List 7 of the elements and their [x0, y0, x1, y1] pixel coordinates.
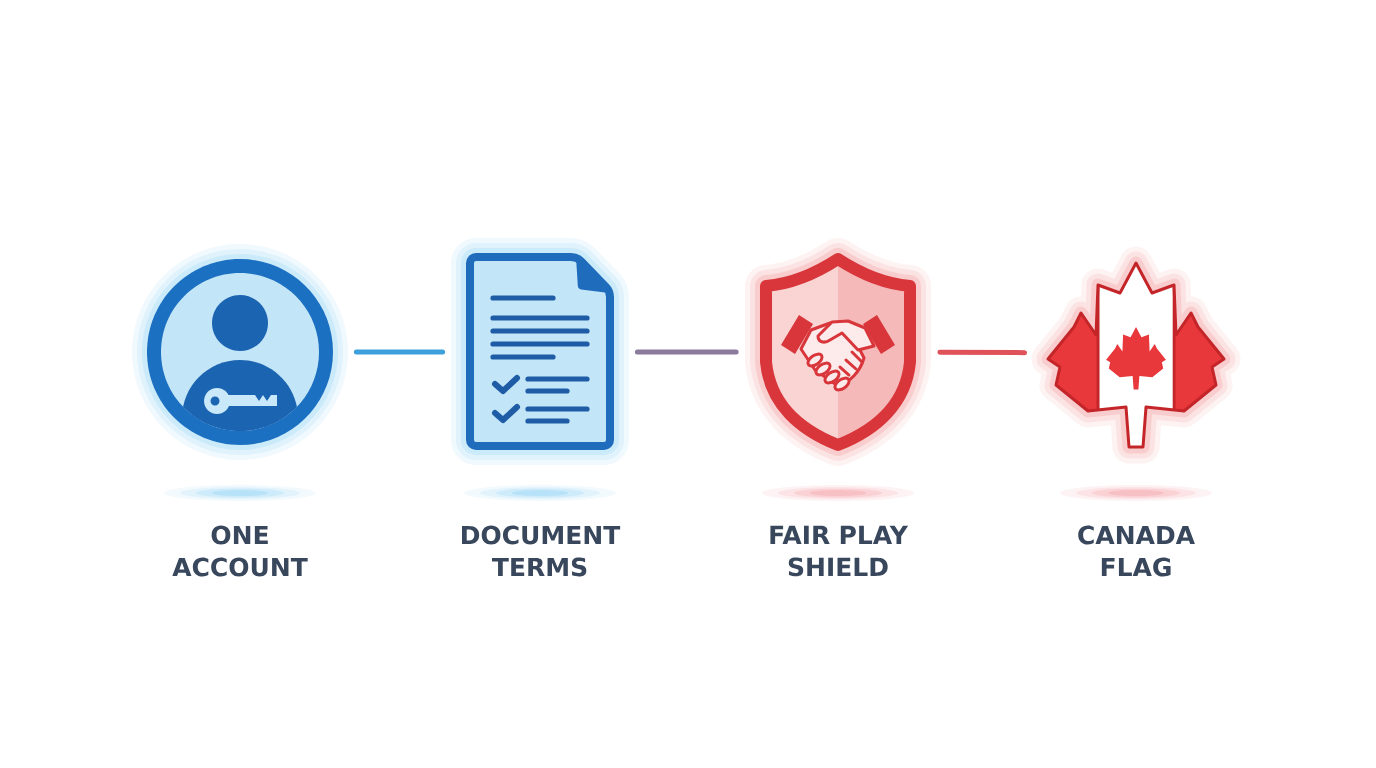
connector-line — [634, 349, 739, 355]
connector-line — [937, 349, 1028, 356]
icon-label: DOCUMENT TERMS — [462, 525, 621, 577]
icon-label: CANADA FLAG — [1078, 525, 1195, 577]
connector-line — [353, 349, 446, 355]
icon-label: FAIR PLAY SHIELD — [770, 525, 909, 577]
icon-label: ONE ACCOUNT — [172, 525, 308, 577]
